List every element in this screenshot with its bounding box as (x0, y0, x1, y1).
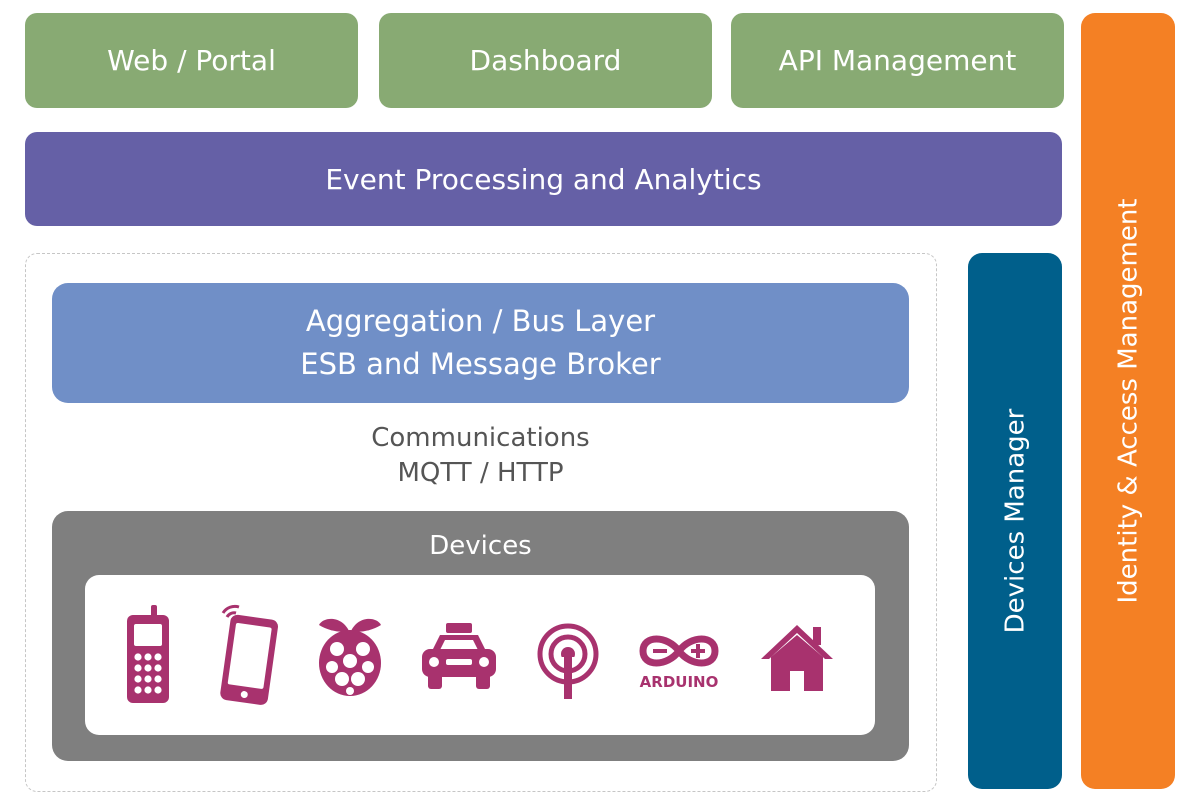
aggregation-bus-layer-bar: Aggregation / Bus Layer ESB and Message … (52, 283, 909, 403)
event-processing-bar: Event Processing and Analytics (25, 132, 1062, 226)
communications-text: Communications MQTT / HTTP (52, 421, 909, 491)
identity-access-management-bar: Identity & Access Management (1081, 13, 1175, 789)
dashboard-box: Dashboard (379, 13, 712, 108)
event-processing-label: Event Processing and Analytics (325, 162, 762, 196)
taxi-icon (422, 623, 496, 689)
tablet-icon (220, 604, 278, 705)
web-portal-label: Web / Portal (107, 44, 276, 77)
api-management-label: API Management (778, 44, 1017, 77)
device-icons-panel: ARDUINO (85, 575, 875, 735)
devices-label: Devices (429, 531, 532, 561)
devices-manager-bar: Devices Manager (968, 253, 1062, 789)
web-portal-box: Web / Portal (25, 13, 358, 108)
wireless-tower-icon (537, 623, 599, 699)
devices-box: Devices (52, 511, 909, 761)
identity-access-management-label: Identity & Access Management (1113, 198, 1143, 604)
aggregation-line1: Aggregation / Bus Layer (305, 304, 656, 338)
mobile-phone-icon (127, 605, 169, 703)
communications-line1: Communications (371, 423, 590, 453)
device-layer-dashed-frame (25, 253, 937, 792)
api-management-box: API Management (731, 13, 1064, 108)
raspberry-pi-icon (319, 618, 381, 696)
arduino-wordmark: ARDUINO (640, 673, 719, 691)
devices-manager-label: Devices Manager (1000, 408, 1031, 634)
home-icon (761, 625, 833, 691)
arduino-icon: ARDUINO (639, 635, 719, 691)
communications-line2: MQTT / HTTP (397, 458, 564, 488)
aggregation-line2: ESB and Message Broker (300, 347, 661, 381)
dashboard-label: Dashboard (469, 44, 622, 77)
